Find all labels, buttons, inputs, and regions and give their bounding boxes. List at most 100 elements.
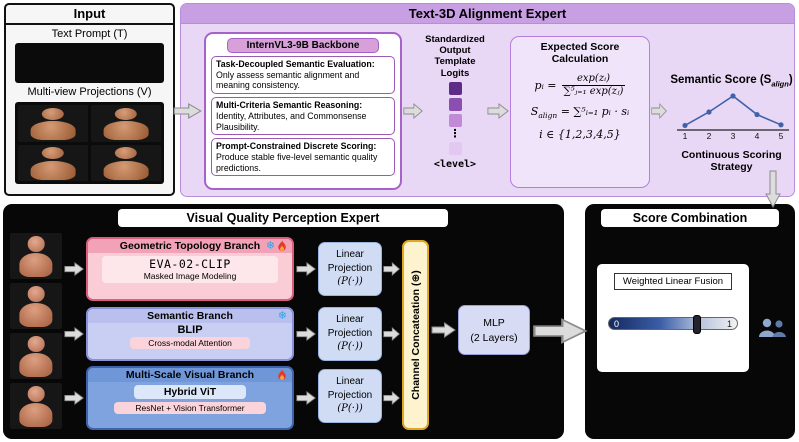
input-panel: Input Text Prompt (T) Multi-view Project… [4, 3, 175, 196]
logit-square [448, 141, 462, 155]
arrow-right-icon [651, 103, 667, 119]
channel-concat-label: Channel Concateation (⊕) [409, 270, 422, 400]
arrow-right-icon [431, 322, 456, 338]
slider-handle [693, 315, 702, 334]
lp-line3: (P(·)) [337, 276, 363, 287]
criterion-desc: Produce stable five-level semantic quali… [216, 152, 378, 173]
branch-model-box: EVA-02-CLIP Masked Image Modeling [102, 256, 278, 283]
svg-text:3: 3 [730, 131, 735, 141]
svg-text:2: 2 [706, 131, 711, 141]
multiview-grid [15, 102, 164, 184]
linear-projection-box: Linear Projection (P(·)) [318, 307, 382, 361]
mlp-box: MLP (2 Layers) [458, 305, 530, 355]
expected-score-title: Expected Score Calculation [540, 41, 620, 65]
branch-detail: Cross-modal Attention [130, 337, 250, 349]
alignment-expert-title: Text-3D Alignment Expert [181, 4, 794, 24]
branch-model: Hybrid ViT [134, 385, 246, 399]
fusion-box: Weighted Linear Fusion 0 1 [597, 264, 749, 372]
arrow-right-icon [403, 103, 423, 119]
lp-line3: (P(·)) [337, 403, 363, 414]
flame-icon [278, 240, 286, 251]
arrow-right-icon [64, 327, 84, 341]
lp-line1: Linear [336, 376, 364, 387]
branch-model: BLIP [177, 324, 203, 336]
branch-header: Geometric Topology Branch ❄ [88, 239, 292, 253]
criterion-title: Multi-Criteria Semantic Reasoning: [216, 100, 363, 111]
arrow-right-icon [383, 262, 400, 276]
multiview-image [91, 105, 161, 142]
arrow-right-icon [64, 391, 84, 405]
backbone-box: InternVL3-9B Backbone Task-Decoupled Sem… [204, 32, 402, 190]
fraction-numerator: exp(zᵢ) [561, 73, 626, 86]
text-prompt-label: Text Prompt (T) [51, 28, 128, 40]
mlp-layers-label: (2 Layers) [470, 331, 518, 344]
branch-title: Semantic Branch [147, 310, 233, 322]
lp-line1: Linear [336, 314, 364, 325]
text-prompt-box [15, 43, 164, 83]
slider-max-label: 1 [726, 319, 732, 329]
logit-square [448, 113, 462, 127]
arrow-right-icon [64, 262, 84, 276]
svg-text:1: 1 [682, 131, 687, 141]
branch-model: EVA-02-CLIP [149, 257, 231, 271]
lp-line2: Projection [327, 389, 373, 401]
arrow-down-icon [765, 170, 781, 208]
semantic-score-text: Semantic Score (S [670, 74, 772, 86]
lp-line2: Projection [327, 327, 373, 339]
multiview-image [18, 144, 88, 181]
semantic-score-label: Semantic Score (Salign) [668, 74, 795, 88]
projection-image [10, 383, 62, 429]
slider-min-label: 0 [614, 319, 620, 329]
expected-score-formula: Salign = ∑⁵ᵢ₌₁ pᵢ · sᵢ [511, 105, 649, 120]
semantic-score-section: Semantic Score (Salign) 1 2 3 4 5 Continuous… [668, 74, 795, 173]
channel-concat-box: Channel Concateation (⊕) [402, 240, 429, 430]
lp-line2: Projection [327, 262, 373, 274]
linear-projection-box: Linear Projection (P(·)) [318, 369, 382, 423]
criterion-desc: Identity, Attributes, and Commonsense Pl… [216, 110, 367, 132]
formula-lhs: pᵢ = [534, 78, 557, 92]
criterion-desc: Only assess semantic alignment and meani… [216, 69, 360, 91]
backbone-label: InternVL3-9B Backbone [227, 38, 379, 53]
fraction-denominator: ∑⁵ⱼ₌₁ exp(zⱼ) [563, 85, 624, 97]
score-combination-title: Score Combination [601, 209, 779, 227]
snowflake-icon: ❄ [277, 309, 287, 322]
arrow-right-icon [173, 103, 202, 119]
criterion-title: Task-Decoupled Semantic Evaluation: [216, 59, 375, 69]
linear-projection-box: Linear Projection (P(·)) [318, 242, 382, 296]
logits-column: Standardized Output Template Logits ⋮ <l… [424, 34, 486, 170]
branch-detail: Masked Image Modeling [143, 271, 237, 281]
projection-image [10, 233, 62, 279]
svg-text:5: 5 [778, 131, 783, 141]
snowflake-icon: ❄ [265, 239, 275, 252]
formula-rhs: = ∑⁵ᵢ₌₁ pᵢ · sᵢ [557, 105, 630, 118]
arrow-right-icon [533, 318, 588, 344]
fusion-weight-slider: 0 1 [608, 315, 738, 334]
logit-square [448, 81, 462, 95]
arrow-right-icon [296, 391, 316, 405]
geometric-topology-branch: Geometric Topology Branch ❄ EVA-02-CLIP … [86, 237, 294, 301]
continuous-scoring-label: Continuous Scoring Strategy [681, 149, 782, 174]
branch-header: Multi-Scale Visual Branch [88, 368, 292, 382]
criterion-multi-criteria: Multi-Criteria Semantic Reasoning: Ident… [211, 97, 395, 136]
criterion-title: Prompt-Constrained Discrete Scoring: [216, 141, 377, 152]
score-subscript: align [538, 111, 558, 121]
mlp-label: MLP [483, 317, 505, 329]
fraction: exp(zᵢ) ∑⁵ⱼ₌₁ exp(zⱼ) [561, 73, 626, 97]
logit-square [448, 97, 462, 111]
index-set-formula: i ∈ {1,2,3,4,5} [539, 128, 621, 142]
score-symbol: S [530, 105, 539, 118]
logits-label: Standardized Output Template Logits [425, 34, 485, 79]
arrow-right-icon [296, 327, 316, 341]
projection-image [10, 333, 62, 379]
svg-text:4: 4 [754, 131, 759, 141]
criterion-task-decoupled: Task-Decoupled Semantic Evaluation: Only… [211, 56, 395, 95]
visual-quality-title: Visual Quality Perception Expert [118, 209, 448, 227]
expected-score-box: Expected Score Calculation pᵢ = exp(zᵢ) … [510, 36, 650, 188]
multiview-label: Multi-view Projections (V) [27, 86, 152, 98]
branch-title: Multi-Scale Visual Branch [125, 369, 255, 381]
branch-detail: ResNet + Vision Transformer [114, 402, 266, 414]
projection-image [10, 283, 62, 329]
criterion-prompt-constrained: Prompt-Constrained Discrete Scoring: Pro… [211, 138, 395, 177]
softmax-formula: pᵢ = exp(zᵢ) ∑⁵ⱼ₌₁ exp(zⱼ) [511, 73, 649, 97]
